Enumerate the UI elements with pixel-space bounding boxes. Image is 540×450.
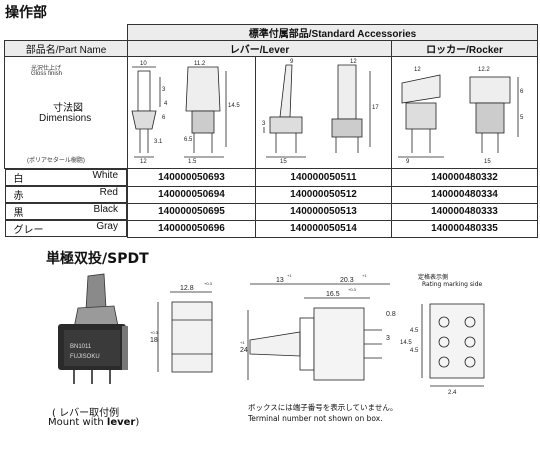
dim-height-tol: +0.3	[150, 330, 159, 335]
dim-6-5: 6.5	[184, 137, 193, 143]
dim-15: 15	[280, 159, 287, 165]
part-number: 140000050696	[127, 219, 256, 238]
dim-4-5-b: 4.5	[410, 348, 419, 354]
dim-12: 12	[350, 59, 357, 65]
dims-jp: 寸法図	[53, 102, 83, 114]
photo-caption-jp: ( レバー取付例	[52, 408, 120, 419]
rating-label-en: Rating marking side	[422, 281, 483, 288]
dim-3-1: 3.1	[154, 139, 163, 145]
section-title-operation: 操作部	[5, 5, 47, 21]
dim-3: 3	[162, 87, 166, 93]
dim-12-2: 12.2	[478, 67, 490, 73]
dim-20-3-tol: +1	[362, 273, 367, 278]
dim-1-5: 1.5	[188, 159, 197, 165]
part-number: 140000480335	[391, 219, 538, 238]
finish-jp: 光沢仕上げ	[31, 65, 62, 72]
part-number: 140000480332	[391, 168, 538, 187]
part-number: 140000480334	[391, 185, 538, 204]
dim-12: 12	[414, 67, 421, 73]
dim-6: 6	[520, 89, 524, 95]
dim-height: 18	[150, 337, 158, 344]
dim-0-8: 0.8	[386, 311, 396, 318]
part-number: 140000050514	[255, 219, 392, 238]
accessories-header: 標準付属部品/Standard Accessories	[127, 24, 538, 41]
lever-b-drawing: 9 12 3 17 15	[262, 59, 379, 165]
note-en: Terminal number not shown on box.	[248, 414, 383, 423]
dim-13: 13	[276, 277, 284, 284]
dim-width: 12.8	[180, 285, 194, 292]
dim-15: 15	[484, 159, 491, 165]
dim-12: 12	[140, 159, 147, 165]
dim-5: 5	[520, 115, 524, 121]
dim-11-2: 11.2	[194, 61, 206, 67]
part-number: 140000050513	[255, 202, 392, 221]
dims-en: Dimensions	[39, 112, 92, 124]
dim-2-4: 2.4	[448, 390, 457, 396]
rocker-drawing: 12 12.2 6 5 9 15	[398, 67, 524, 165]
dim-13-tol: +1	[287, 273, 292, 278]
dim-16-5-tol: +0.3	[348, 287, 357, 292]
finish-en: Gloss finish	[31, 70, 63, 77]
dim-16-5: 16.5	[326, 291, 340, 298]
note-jp: ボックスには端子番号を表示していません。	[248, 403, 398, 412]
section-title-spdt: 単極双投/SPDT	[46, 251, 149, 267]
dim-14-5: 14.5	[400, 340, 412, 346]
front-view-drawing: 12.8 +0.3 18 +0.3	[150, 281, 213, 373]
part-number: 140000050694	[127, 185, 256, 204]
dim-24: 24	[240, 347, 248, 354]
bottom-view-drawing: 4.5 4.5 14.5 2.4	[400, 303, 485, 396]
photo-caption-en: Mount with lever)	[48, 417, 140, 428]
rocker-drawing-cell: 12 12.2 6 5 9 15	[391, 56, 538, 169]
dimensions-label-cell: 光沢仕上げ Gloss finish 寸法図 Dimensions (ポリアセタ…	[4, 56, 128, 169]
dim-4: 4	[164, 101, 168, 107]
rocker-header: ロッカー/Rocker	[391, 40, 538, 57]
lever-header: レバー/Lever	[127, 40, 392, 57]
lever-a-drawing: 10 11.2 3 4 6 3.1 12 14.5 6.5 1.5	[131, 61, 240, 165]
lever-b-drawing-cell: 9 12 3 17 15	[255, 56, 392, 169]
dim-10: 10	[140, 61, 147, 67]
part-number: 140000050693	[127, 168, 256, 187]
part-name-header: 部品名/Part Name	[4, 40, 128, 57]
switch-print-2: FUJISOKU	[70, 354, 100, 360]
side-view-drawing: 13 +1 20.3 +1 16.5 +0.3 0.8 3 24 +1	[240, 273, 396, 381]
dim-6: 6	[162, 115, 166, 121]
part-number: 140000050512	[255, 185, 392, 204]
switch-photo: BN1011 FUJISOKU	[58, 273, 128, 384]
part-number: 140000480333	[391, 202, 538, 221]
dim-24-tol: +1	[240, 340, 245, 345]
switch-print-1: BN1011	[70, 344, 92, 350]
dim-3: 3	[386, 335, 390, 342]
dim-14-5: 14.5	[228, 103, 240, 109]
dim-17: 17	[372, 105, 379, 111]
dim-3: 3	[262, 121, 266, 127]
rating-label-jp: 定格表示側	[418, 274, 449, 281]
dim-20-3: 20.3	[340, 277, 354, 284]
dim-9: 9	[290, 59, 294, 65]
part-number: 140000050511	[255, 168, 392, 187]
part-number: 140000050695	[127, 202, 256, 221]
dim-width-tol: +0.3	[204, 281, 213, 286]
dim-9: 9	[406, 159, 410, 165]
material-note: (ポリアセタール樹脂)	[27, 157, 85, 164]
lever-a-drawing-cell: 10 11.2 3 4 6 3.1 12 14.5 6.5 1.5	[127, 56, 256, 169]
dim-4-5-a: 4.5	[410, 328, 419, 334]
accessories-table: 標準付属部品/Standard Accessories 部品名/Part Nam…	[4, 24, 538, 238]
